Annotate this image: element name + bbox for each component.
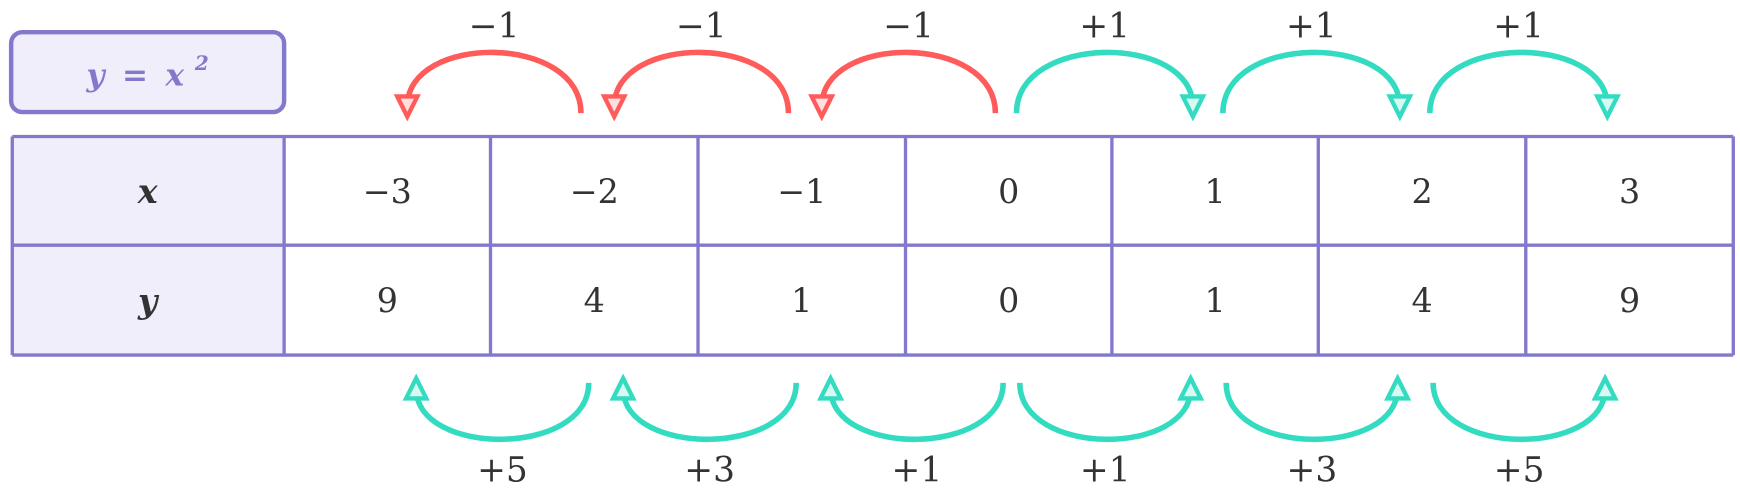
bottom-step-label: +1	[1080, 451, 1131, 491]
bottom-step-label: +1	[892, 451, 943, 491]
values-table: x y −3 −2 −1 0 1 2 3 9 4 1 0 1 4 9	[10, 134, 1735, 357]
bottom-step-arrow	[1017, 383, 1191, 443]
top-step-label: +1	[1493, 7, 1544, 47]
y-value-cell: 9	[1619, 281, 1640, 320]
x-value-cell: 3	[1619, 172, 1640, 211]
bottom-step-label: +3	[1287, 451, 1338, 491]
equation-equals: =	[122, 57, 148, 93]
top-step-arrow	[407, 49, 584, 113]
y-value-cell: 0	[998, 281, 1019, 320]
x-value-cell: −1	[777, 172, 826, 211]
top-step-label: +1	[1286, 7, 1337, 47]
row-header-y: y	[137, 281, 160, 320]
top-step-label: −1	[469, 7, 520, 47]
top-step-arrow	[822, 49, 999, 113]
row-header-x: x	[137, 172, 159, 211]
x-value-cell: −3	[363, 172, 412, 211]
top-step-arrow	[1220, 49, 1400, 113]
y-value-cell: 1	[1205, 281, 1226, 320]
bottom-step-label: +5	[1494, 451, 1545, 491]
equation-box: y = x 2	[8, 29, 287, 115]
top-step-arrow	[614, 49, 792, 113]
top-step-label: −1	[883, 7, 934, 47]
bottom-step-arrow	[1430, 383, 1605, 443]
bottom-step-arrow	[831, 383, 1006, 443]
y-value-cell: 1	[791, 281, 812, 320]
x-value-cell: 0	[998, 172, 1019, 211]
top-step-arrow	[1013, 49, 1192, 113]
x-value-cell: 1	[1205, 172, 1226, 211]
y-value-cell: 4	[1411, 281, 1432, 320]
bottom-step-arrow	[1223, 383, 1397, 443]
equation-exponent: 2	[194, 51, 209, 75]
bottom-step-arrow	[416, 383, 592, 443]
equation-base: x	[165, 57, 185, 93]
svg-text:y = x 2: y = x 2	[86, 51, 209, 94]
x-value-cell: 2	[1411, 172, 1432, 211]
difference-arrows: −1 −1 −1 +1 +1 +1 +5 +3 +1 +1 +3 +5	[407, 7, 1607, 491]
top-step-arrow	[1427, 49, 1608, 113]
y-value-cell: 4	[584, 281, 605, 320]
bottom-step-arrow	[623, 383, 799, 443]
bottom-step-label: +3	[684, 451, 735, 491]
top-step-label: +1	[1079, 7, 1130, 47]
bottom-step-label: +5	[477, 451, 528, 491]
top-step-label: −1	[676, 7, 727, 47]
x-value-cell: −2	[570, 172, 619, 211]
equation-lhs: y	[86, 57, 107, 93]
y-value-cell: 9	[377, 281, 398, 320]
